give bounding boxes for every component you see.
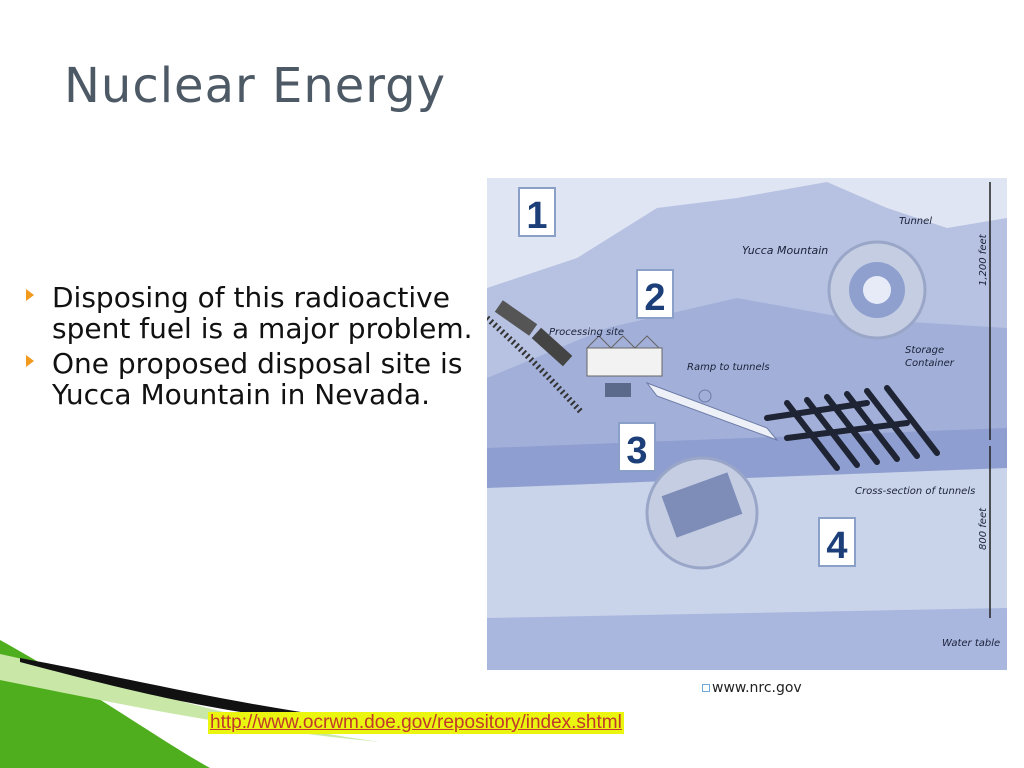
- square-bullet-icon: [702, 684, 710, 692]
- tunnel-grid: [764, 385, 940, 471]
- callout-box-4: [818, 517, 856, 567]
- ramp-marker: [698, 389, 712, 403]
- callout-number: 2: [644, 277, 665, 319]
- height-label-top: 1,200 feet: [978, 233, 989, 286]
- callout-number: 3: [626, 430, 647, 472]
- label-cross-section: Cross-section of tunnels: [855, 486, 975, 497]
- callout-box-2: [636, 269, 674, 319]
- height-label-bottom: 800 feet: [978, 507, 989, 550]
- callout-box-1: [518, 187, 556, 237]
- bullet-text: Disposing of this radioactive spent fuel…: [52, 281, 473, 345]
- container-core: [863, 276, 891, 304]
- truck: [605, 383, 631, 397]
- yucca-mountain-diagram: 1 2 3 4 1,200 feet 800 feet Yucca Mounta…: [487, 178, 1007, 670]
- bullet-item: One proposed disposal site is Yucca Moun…: [26, 348, 476, 410]
- rock-stratum: [487, 428, 1007, 488]
- diagram-illustration: 1 2 3 4 1,200 feet 800 feet Yucca Mounta…: [487, 178, 1007, 670]
- railway-track: [487, 315, 585, 416]
- label-storage-line2: Container: [905, 358, 955, 369]
- label-tunnel: Tunnel: [899, 216, 932, 227]
- callout-number: 4: [826, 525, 847, 567]
- corner-swoosh-decoration: [0, 640, 440, 768]
- callout-box-3: [618, 422, 656, 472]
- label-storage-line1: Storage: [905, 345, 944, 356]
- image-credit: www.nrc.gov: [702, 680, 802, 696]
- label-water-table: Water table: [942, 638, 1000, 649]
- water-table-layer: [487, 608, 1007, 670]
- bullet-text: One proposed disposal site is Yucca Moun…: [52, 347, 463, 411]
- train-car: [494, 300, 538, 336]
- bullet-item: Disposing of this radioactive spent fuel…: [26, 282, 476, 344]
- label-yucca-mountain: Yucca Mountain: [742, 244, 828, 257]
- bullet-list: Disposing of this radioactive spent fuel…: [26, 282, 476, 414]
- processing-building: [586, 347, 663, 377]
- slide-title: Nuclear Energy: [64, 58, 447, 114]
- ramp-to-tunnels: [645, 381, 779, 442]
- triangle-bullet-icon: [26, 355, 34, 367]
- source-link[interactable]: http://www.ocrwm.doe.gov/repository/inde…: [208, 712, 624, 734]
- label-ramp: Ramp to tunnels: [687, 362, 770, 373]
- triangle-bullet-icon: [26, 289, 34, 301]
- processing-roof: [586, 335, 660, 349]
- train-car: [531, 327, 573, 367]
- callout-number: 1: [526, 195, 547, 237]
- label-processing-site: Processing site: [549, 327, 624, 338]
- credit-text: www.nrc.gov: [712, 680, 802, 696]
- transport-cask: [661, 472, 743, 538]
